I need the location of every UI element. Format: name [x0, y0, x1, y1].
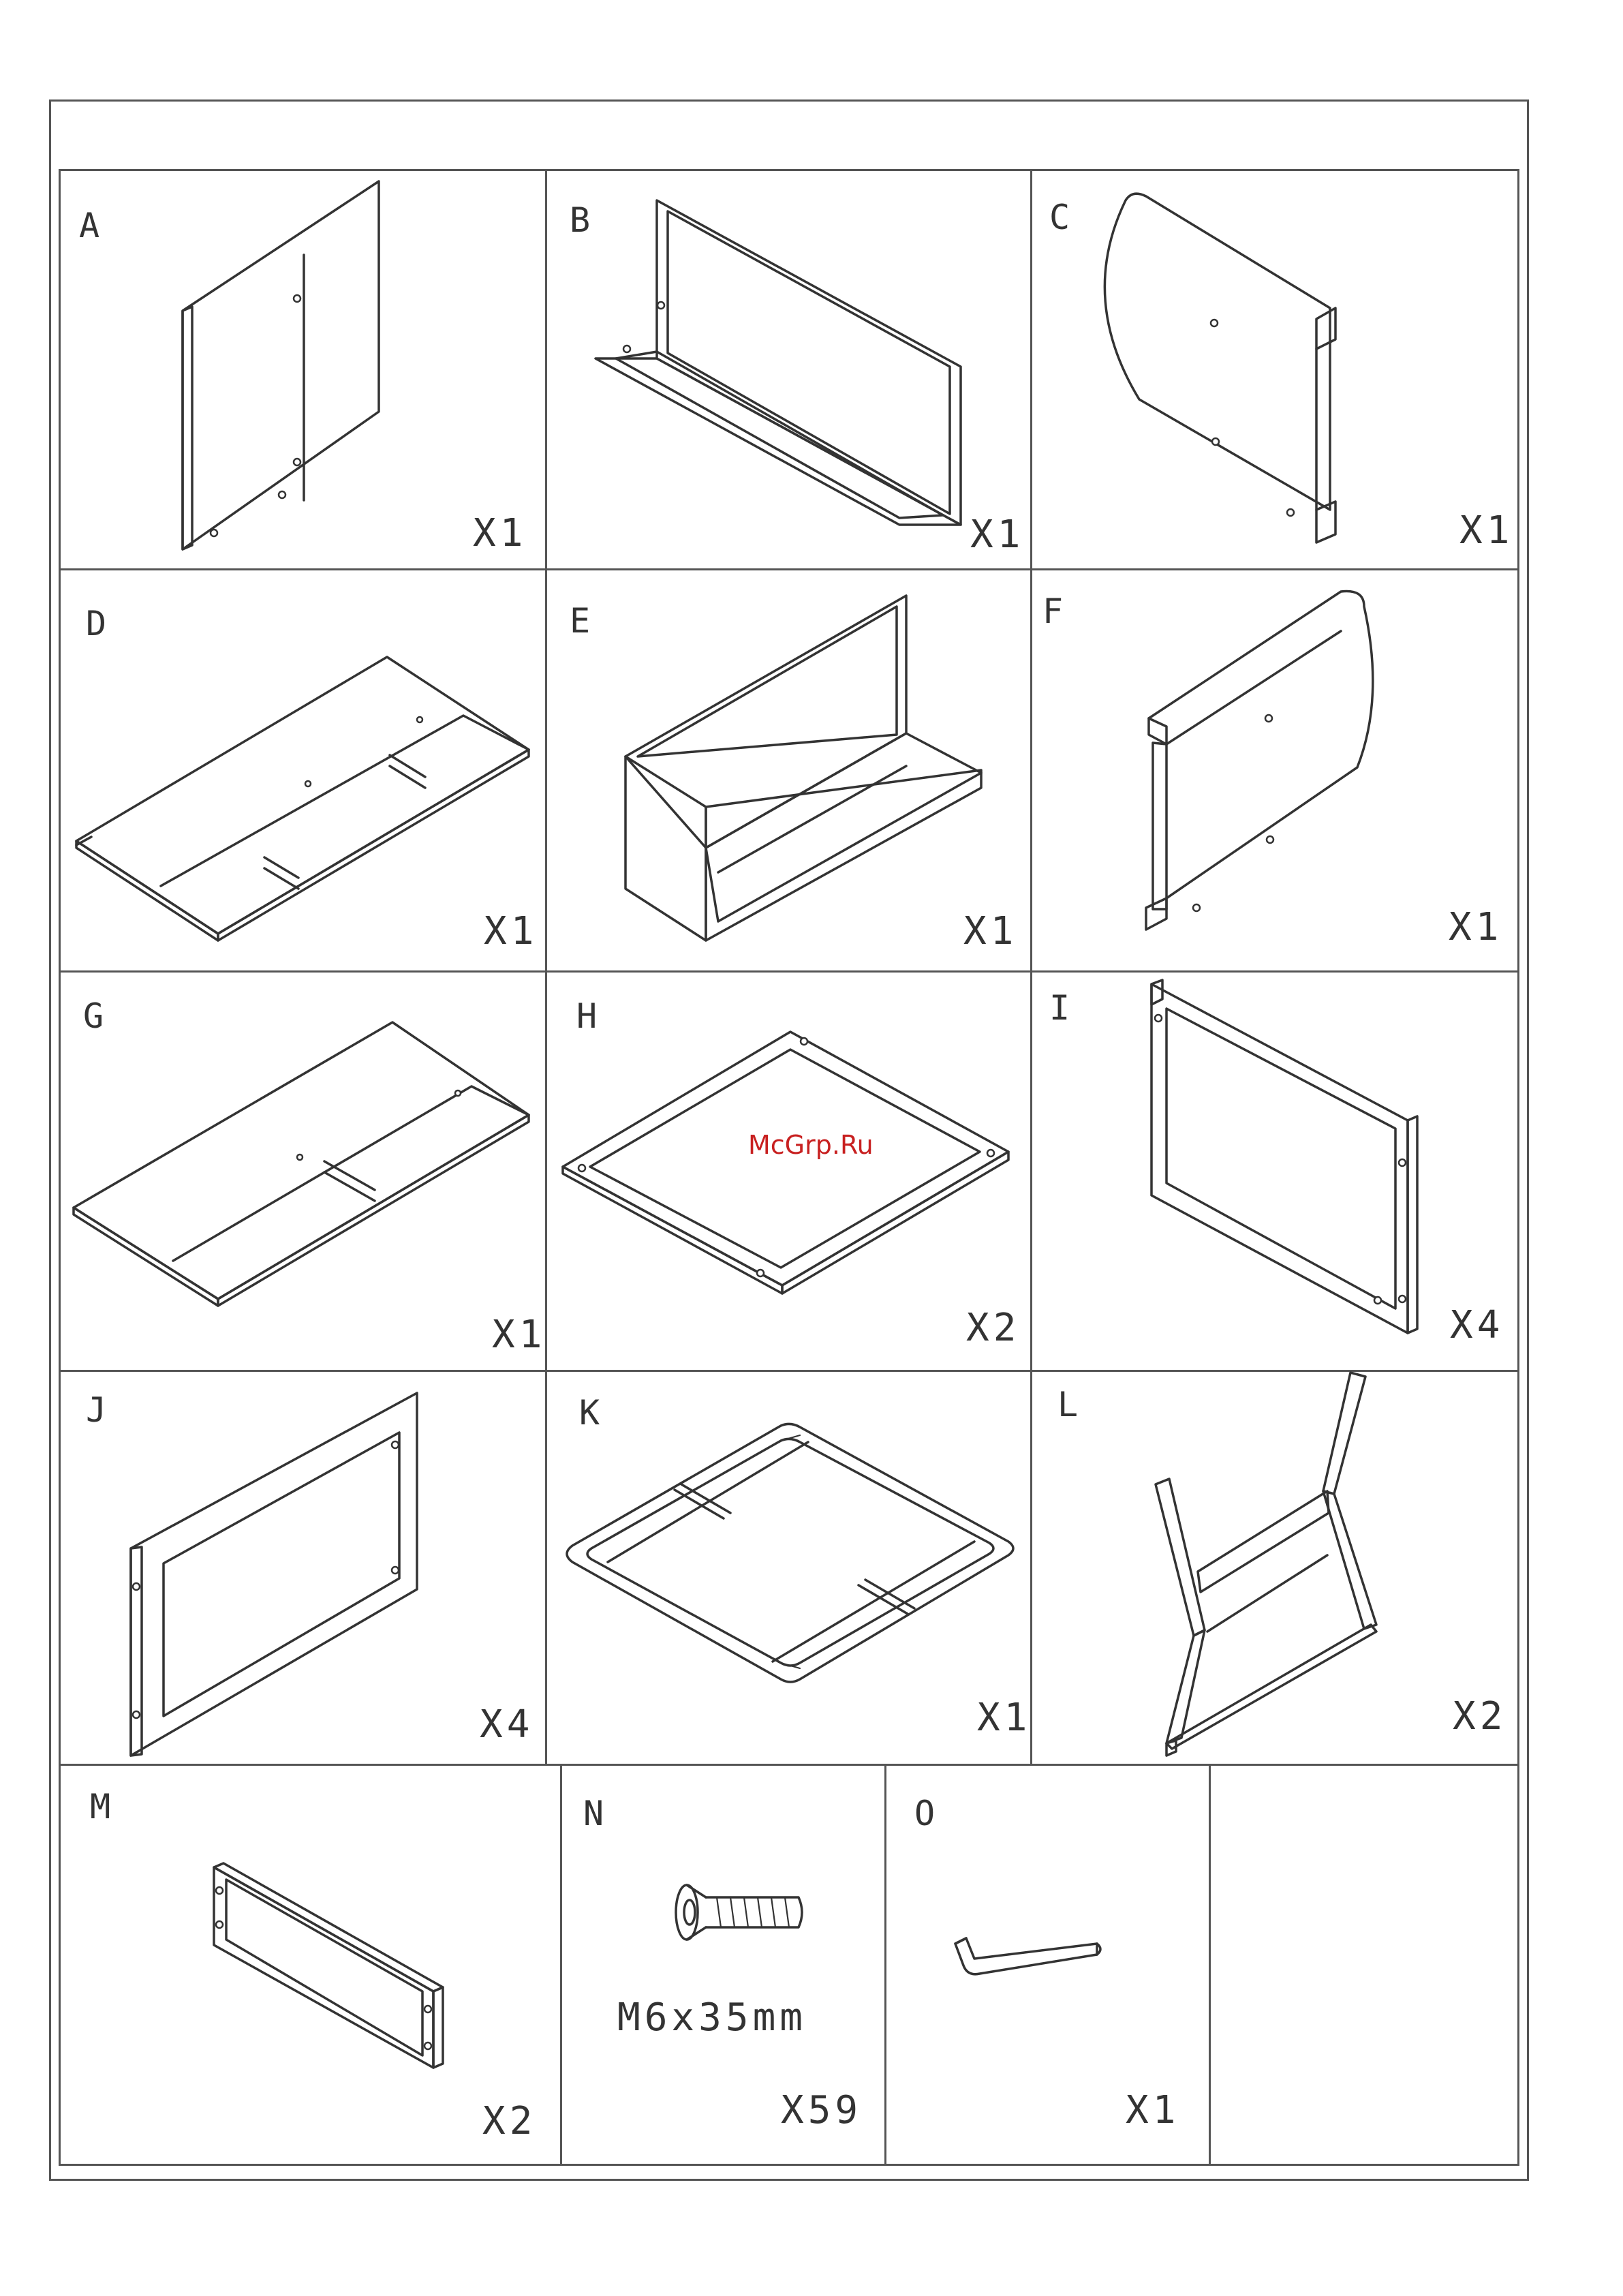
- part-cell-o: O X1: [884, 1764, 1209, 2166]
- part-l-leg-frame-illustration: [1030, 1370, 1519, 1764]
- part-quantity: X2: [1453, 1694, 1506, 1739]
- part-e-storage-box-illustration: [545, 568, 1030, 970]
- part-quantity: X1: [1126, 2088, 1179, 2132]
- part-k-slat-frame-illustration: [545, 1370, 1030, 1764]
- part-quantity: X59: [781, 2088, 862, 2132]
- watermark: McGrp.Ru: [748, 1130, 874, 1160]
- part-cell-n: N M6x35mm X59: [560, 1764, 884, 2166]
- part-quantity: X1: [1459, 508, 1513, 553]
- part-f-footboard-illustration: [1030, 568, 1519, 970]
- part-g-base-panel-illustration: [59, 970, 545, 1370]
- part-quantity: X1: [484, 909, 538, 953]
- part-cell-b: B X1: [545, 169, 1030, 568]
- part-cell-f: F X1: [1030, 568, 1519, 970]
- part-cell-m: M X2: [59, 1764, 560, 2166]
- part-cell-e: E X1: [545, 568, 1030, 970]
- part-b-shelf-illustration: [545, 169, 1030, 568]
- part-cell-g: G X1: [59, 970, 545, 1370]
- part-quantity: X1: [963, 909, 1017, 953]
- part-h-frame-illustration: [545, 970, 1030, 1370]
- part-cell-c: C X1: [1030, 169, 1519, 568]
- part-quantity: X2: [482, 2099, 536, 2143]
- part-quantity: X4: [1450, 1303, 1504, 1347]
- part-cell-i: I X4: [1030, 970, 1519, 1370]
- part-a-panel-illustration: [59, 169, 545, 568]
- part-quantity: X1: [1449, 905, 1502, 949]
- part-cell-a: A X1: [59, 169, 545, 568]
- part-cell-l: L X2: [1030, 1370, 1519, 1764]
- part-cell-j: J X4: [59, 1370, 545, 1764]
- part-cell-d: D X1: [59, 568, 545, 970]
- part-quantity: X2: [966, 1306, 1020, 1350]
- part-quantity: X4: [480, 1702, 534, 1747]
- empty-cell: [1209, 1764, 1519, 2166]
- part-j-side-panel-illustration: [59, 1370, 545, 1764]
- part-c-headboard-illustration: [1030, 169, 1519, 568]
- part-cell-h: H X2: [545, 970, 1030, 1370]
- part-quantity: X1: [492, 1313, 546, 1357]
- part-quantity: X1: [473, 511, 527, 555]
- part-quantity: X1: [970, 512, 1024, 557]
- bolt-size-label: M6x35mm: [617, 1995, 807, 2040]
- part-i-side-rail-illustration: [1030, 970, 1519, 1370]
- part-cell-k: K X1: [545, 1370, 1030, 1764]
- part-d-base-panel-illustration: [59, 568, 545, 970]
- part-quantity: X1: [977, 1696, 1031, 1740]
